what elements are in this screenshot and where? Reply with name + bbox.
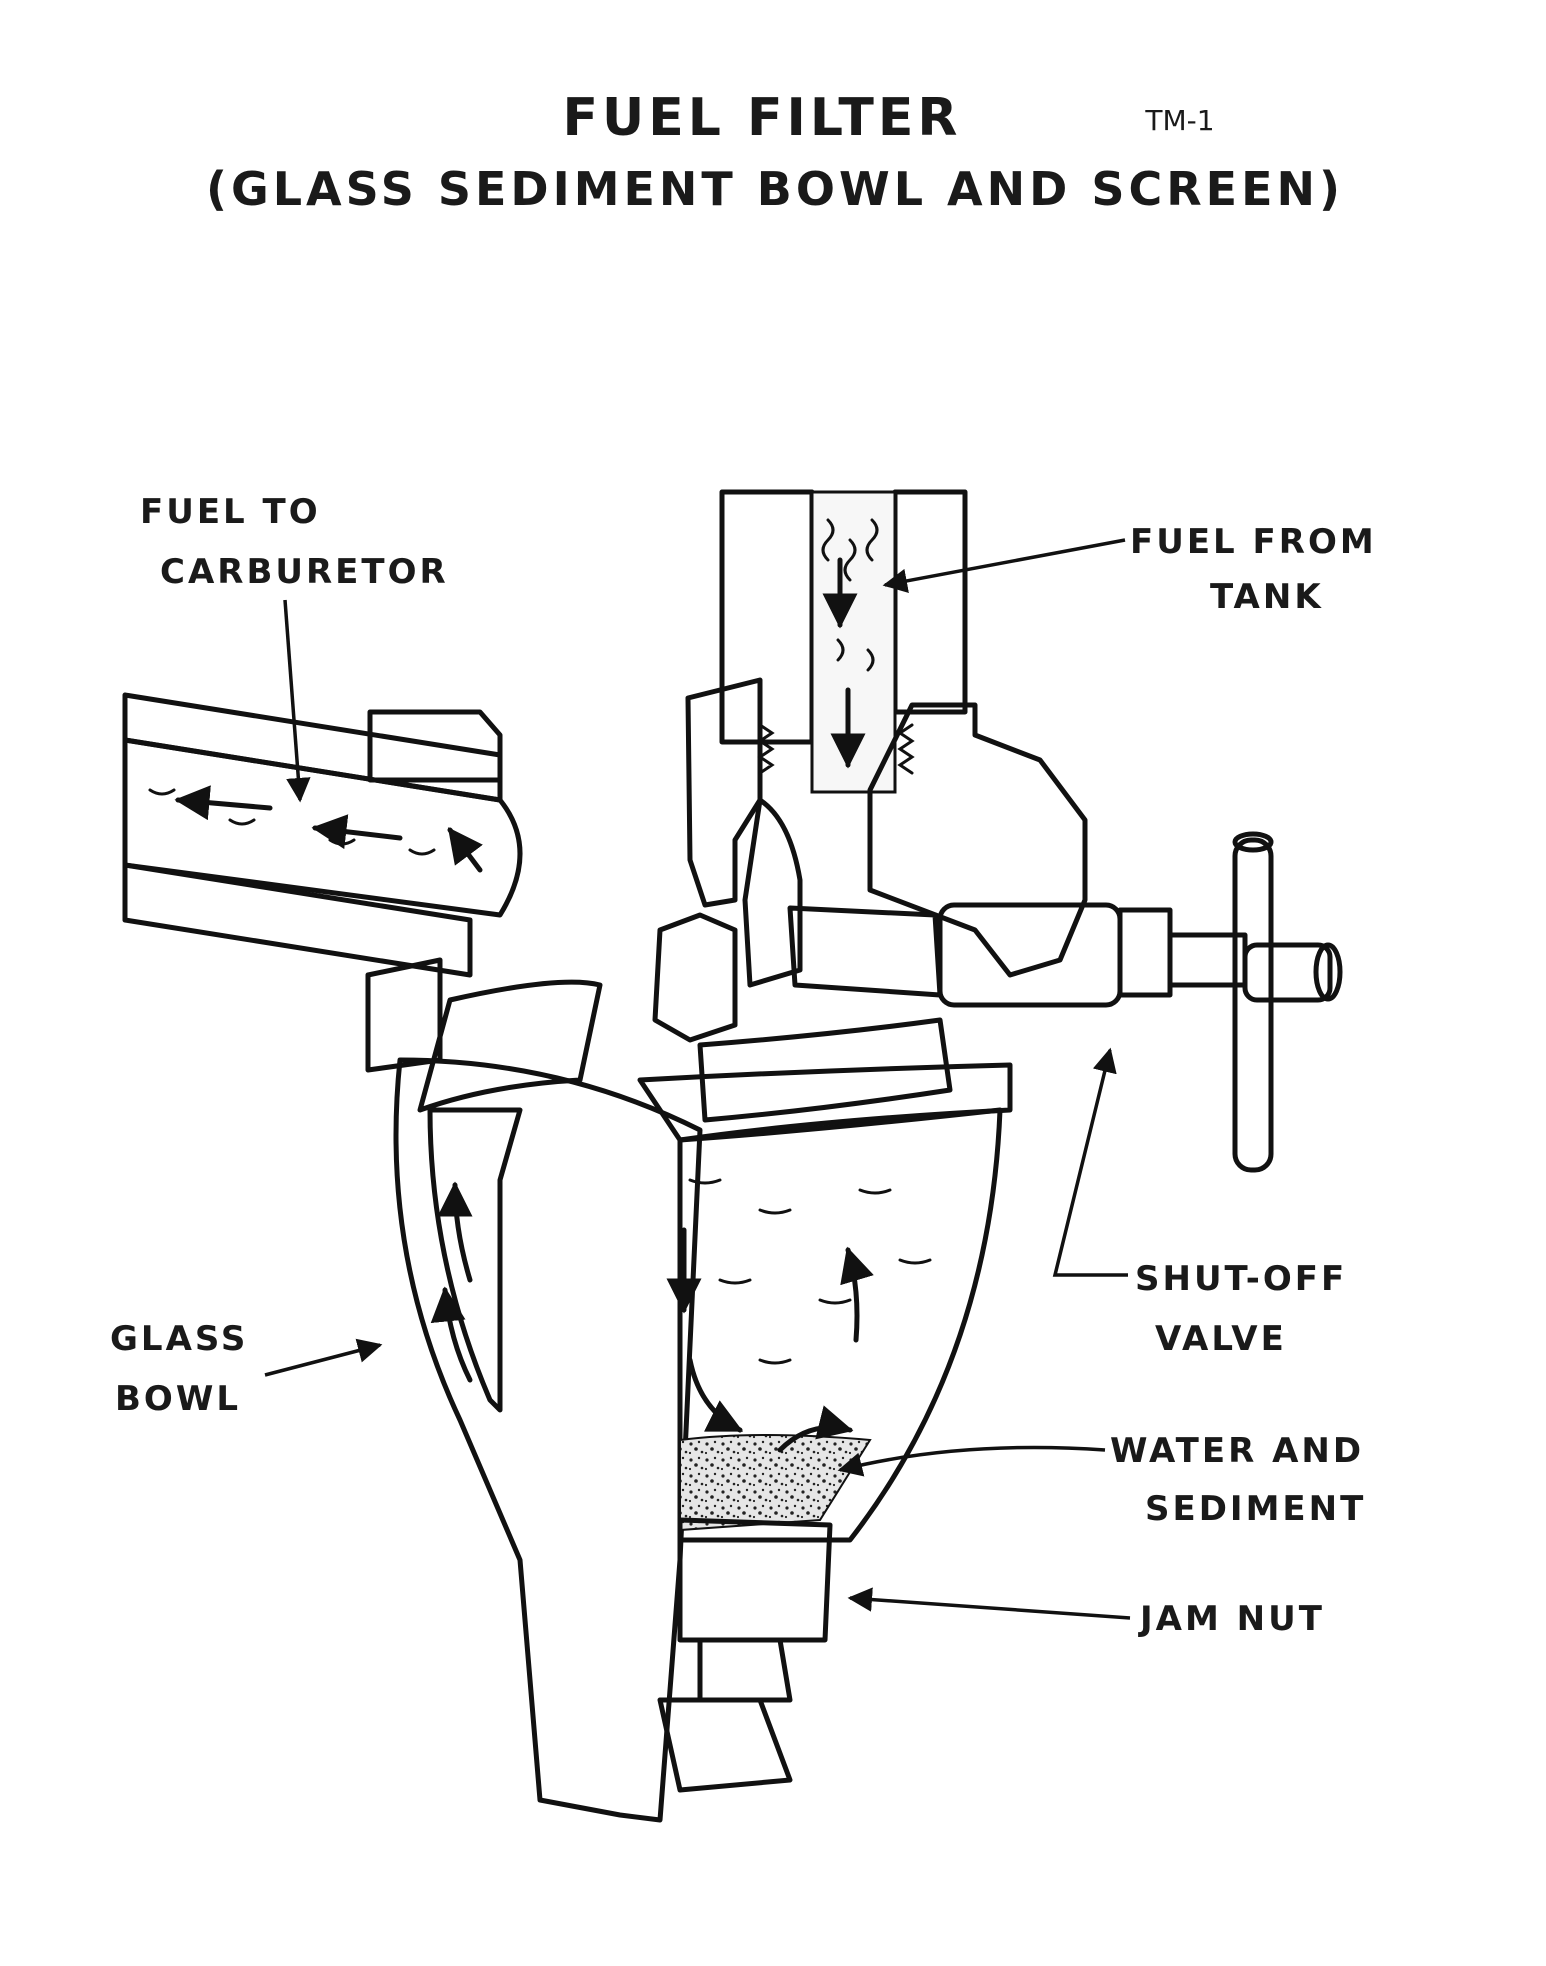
callout-shut-off-valve: SHUT-OFF VALVE — [1052, 1047, 1347, 1359]
label-fuel-from-tank-line2: TANK — [1210, 577, 1324, 617]
label-glass-bowl-line2: BOWL — [115, 1379, 241, 1419]
glass-bowl — [393, 1057, 1013, 1823]
flow-arrows-bowl — [430, 1181, 874, 1453]
flow-arrows-outlet — [174, 785, 483, 873]
leader-fuel-to-carburetor — [283, 599, 311, 803]
outlet-pipe — [122, 692, 523, 1073]
label-fuel-to-carburetor-line1: FUEL TO — [140, 492, 321, 532]
leader-glass-bowl — [264, 1338, 383, 1377]
jam-nut — [657, 1517, 833, 1793]
callout-fuel-to-carburetor: FUEL TO CARBURETOR — [140, 492, 449, 803]
leader-water-and-sediment — [837, 1445, 1106, 1477]
shut-off-valve — [787, 831, 1343, 1173]
label-jam-nut: JAM NUT — [1138, 1599, 1325, 1639]
drawing-code: TM-1 — [1144, 104, 1214, 137]
label-fuel-from-tank-line1: FUEL FROM — [1130, 522, 1377, 562]
callout-water-and-sediment: WATER AND SEDIMENT — [837, 1431, 1366, 1529]
callout-glass-bowl: GLASS BOWL — [110, 1319, 383, 1419]
diagram-subtitle: (GLASS SEDIMENT BOWL AND SCREEN) — [206, 162, 1344, 216]
inlet-pipe — [719, 489, 968, 794]
callout-jam-nut: JAM NUT — [847, 1587, 1325, 1639]
label-fuel-to-carburetor-line2: CARBURETOR — [160, 552, 449, 592]
label-shut-off-valve-line2: VALVE — [1155, 1319, 1287, 1359]
flow-arrows-inlet — [822, 557, 866, 769]
label-shut-off-valve-line1: SHUT-OFF — [1135, 1259, 1347, 1299]
filter-screen — [417, 979, 953, 1123]
leader-shut-off-valve — [1052, 1047, 1128, 1277]
label-water-and-sediment-line1: WATER AND — [1110, 1431, 1364, 1471]
leader-fuel-from-tank — [882, 538, 1126, 593]
label-glass-bowl-line1: GLASS — [110, 1319, 248, 1359]
callout-fuel-from-tank: FUEL FROM TANK — [882, 522, 1377, 617]
label-water-and-sediment-line2: SEDIMENT — [1145, 1489, 1366, 1529]
leader-jam-nut — [847, 1587, 1131, 1620]
diagram-title: FUEL FILTER — [563, 88, 962, 148]
filter-head-body — [652, 677, 1088, 1043]
